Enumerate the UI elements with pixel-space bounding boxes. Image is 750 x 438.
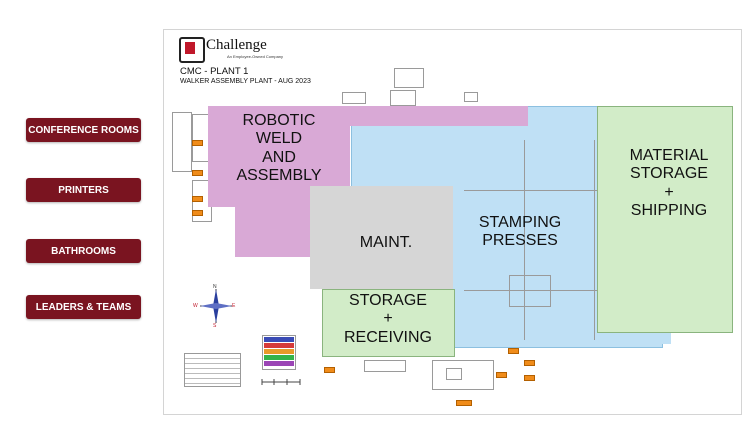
location-marker-icon[interactable] [192, 196, 203, 202]
logo-text: Challenge [206, 37, 267, 53]
location-marker-icon[interactable] [192, 140, 203, 146]
floor-plan-map[interactable]: Challenge An Employee-Owned Company CMC … [163, 29, 742, 415]
color-legend [262, 335, 296, 370]
bottom-office-rooms [364, 360, 406, 372]
logo-subtext: An Employee-Owned Company [227, 54, 284, 59]
map-subtitle: WALKER ASSEMBLY PLANT - AUG 2023 [180, 78, 311, 85]
press-line [464, 190, 654, 191]
challenge-logo-icon [179, 37, 205, 63]
location-marker-icon[interactable] [524, 360, 535, 366]
bottom-office-rooms [446, 368, 462, 380]
office-structure [394, 68, 424, 88]
office-structure [390, 90, 416, 106]
press-line [594, 140, 595, 340]
location-marker-icon[interactable] [508, 348, 519, 354]
scale-bar-icon [261, 379, 301, 385]
storage-zone-label: STORAGE + RECEIVING [343, 292, 432, 346]
maintenance-zone[interactable] [310, 186, 453, 289]
revision-table [184, 353, 241, 387]
compass-east-label: E [232, 303, 236, 309]
press-line [524, 140, 525, 340]
compass-west-label: W [193, 303, 198, 309]
robotic-zone-label: ROBOTIC WELD AND ASSEMBLY [236, 112, 322, 185]
robotic-weld-zone-bottom [235, 206, 311, 257]
location-marker-icon[interactable] [192, 170, 203, 176]
location-marker-icon[interactable] [324, 367, 335, 373]
compass-south-label: S [213, 323, 217, 329]
compass-icon [200, 289, 232, 323]
storage-receiving-zone[interactable] [322, 289, 455, 357]
press-line [464, 290, 654, 291]
press-outline [509, 275, 551, 307]
maint-zone-label: MAINT. [359, 234, 413, 251]
bathrooms-button[interactable]: BATHROOMS [26, 239, 141, 263]
location-marker-icon[interactable] [496, 372, 507, 378]
conference-rooms-button[interactable]: CONFERENCE ROOMS [26, 118, 141, 142]
printers-button[interactable]: PRINTERS [26, 178, 141, 202]
material-zone-label: MATERIAL STORAGE + SHIPPING [629, 147, 709, 220]
office-structure [342, 92, 366, 104]
location-marker-icon[interactable] [524, 375, 535, 381]
stamping-zone-label: STAMPING PRESSES [478, 214, 562, 250]
map-title: CMC - PLANT 1 [180, 66, 249, 77]
office-structure [464, 92, 478, 102]
leaders-teams-button[interactable]: LEADERS & TEAMS [26, 295, 141, 319]
location-marker-icon[interactable] [192, 210, 203, 216]
material-storage-shipping-zone[interactable] [597, 106, 733, 333]
office-rooms [172, 112, 192, 172]
compass-north-label: N [213, 284, 217, 290]
location-marker-icon[interactable] [456, 400, 472, 406]
bottom-office-rooms [432, 360, 494, 390]
